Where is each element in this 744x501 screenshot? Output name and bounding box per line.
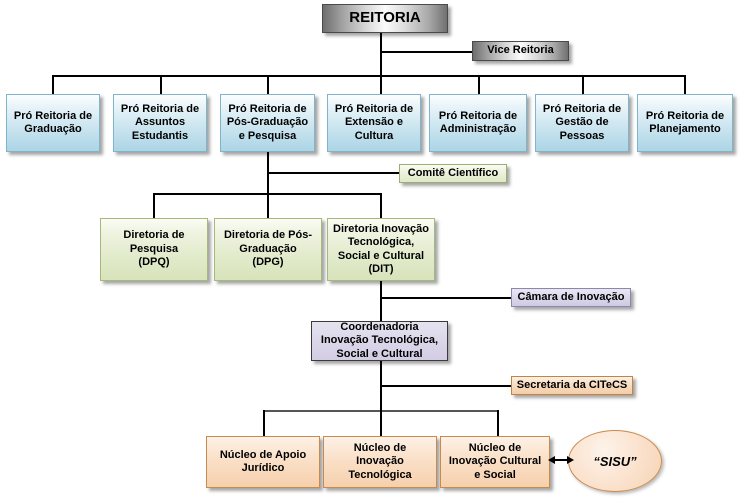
- node-comite-cientifico-label: Comitê Científico: [407, 166, 499, 179]
- connector-drop-posgrad: [267, 75, 269, 94]
- connector-drop-graduacao: [52, 75, 54, 94]
- node-secretaria-citecs[interactable]: Secretaria da CITeCS: [511, 376, 633, 395]
- connector-drop-nucleo-cultural: [497, 410, 499, 436]
- connector-drop-assuntos: [160, 75, 162, 94]
- node-camara-inovacao-label: Câmara de Inovação: [517, 290, 625, 303]
- node-reitoria[interactable]: REITORIA: [322, 4, 448, 33]
- node-diretoria-pos-graduacao-label: Diretoria de Pós-Graduação(DPG): [223, 229, 313, 269]
- node-vice-reitoria[interactable]: Vice Reitoria: [472, 41, 569, 61]
- connector-posgrad-comite: [267, 172, 399, 174]
- node-diretoria-pos-graduacao[interactable]: Diretoria de Pós-Graduação(DPG): [214, 218, 322, 281]
- node-sisu[interactable]: “SISU”: [568, 430, 662, 492]
- connector-drop-extensao: [380, 75, 382, 94]
- connector-drop-gestao: [582, 75, 584, 94]
- connector-reitoria-down: [380, 33, 382, 75]
- connector-dit-down: [380, 281, 382, 321]
- node-reitoria-label: REITORIA: [349, 9, 421, 27]
- node-camara-inovacao[interactable]: Câmara de Inovação: [511, 288, 631, 307]
- node-secretaria-citecs-label: Secretaria da CITeCS: [516, 378, 628, 391]
- connector-dit-camara: [380, 297, 511, 299]
- node-comite-cientifico[interactable]: Comitê Científico: [399, 164, 507, 183]
- connector-drop-planejamento: [684, 75, 686, 94]
- connector-drop-nucleo-juridico: [263, 410, 265, 436]
- connector-reitoria-vice: [380, 51, 472, 53]
- connector-coordenadoria-secretaria: [380, 385, 511, 387]
- connector-drop-administracao: [478, 75, 480, 94]
- node-vice-reitoria-label: Vice Reitoria: [487, 44, 554, 57]
- connector-drop-dpq: [153, 193, 155, 218]
- connector-posgrad-down: [267, 152, 269, 218]
- connector-drop-dpg: [267, 193, 269, 218]
- node-sisu-label: “SISU”: [593, 453, 637, 469]
- connector-bus-proreitorias: [52, 75, 685, 77]
- double-arrow-icon: [548, 453, 574, 467]
- connector-coordenadoria-down: [380, 361, 382, 436]
- connector-drop-dit: [380, 193, 382, 218]
- connector-drop-nucleo-tecnologica: [380, 410, 382, 436]
